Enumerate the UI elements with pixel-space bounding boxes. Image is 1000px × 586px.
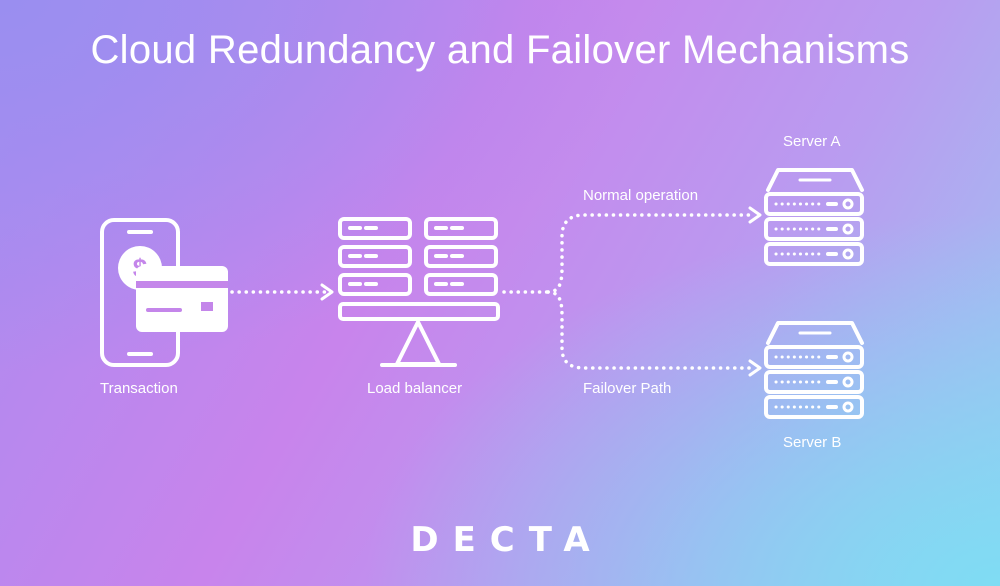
server-a-icon	[764, 168, 864, 266]
transaction-label: Transaction	[100, 380, 178, 397]
server-rack-icon	[338, 217, 498, 296]
failover-path-label: Failover Path	[583, 380, 672, 397]
load-balancer-icon	[338, 217, 500, 367]
arrow-transaction-to-lb	[230, 283, 334, 301]
brand-logo: DECTA	[410, 520, 604, 560]
server-b-icon	[764, 321, 864, 419]
credit-card-icon	[136, 266, 228, 332]
arrow-lb-to-split	[502, 206, 762, 377]
page-title: Cloud Redundancy and Failover Mechanisms	[90, 28, 910, 72]
load-balancer-label: Load balancer	[367, 380, 463, 397]
transaction-icon: $	[100, 218, 228, 367]
normal-operation-label: Normal operation	[583, 187, 699, 204]
server-b-label: Server B	[783, 434, 842, 451]
balance-icon	[338, 302, 500, 367]
server-a-label: Server A	[783, 133, 841, 150]
